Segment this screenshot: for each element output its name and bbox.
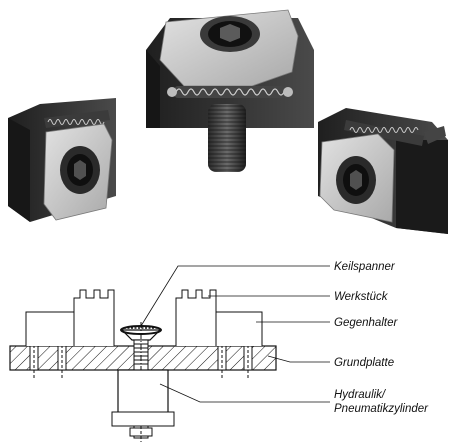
label-keilspanner: Keilspanner bbox=[334, 261, 396, 273]
label-gegenhalter: Gegenhalter bbox=[334, 317, 398, 329]
leader-hydraulik bbox=[159, 383, 330, 403]
technical-drawing bbox=[9, 289, 277, 442]
label-hydraulik-line2: Pneumatikzylinder bbox=[334, 403, 429, 415]
left-wedge-clamp-photo bbox=[8, 98, 116, 222]
label-werkstueck: Werkstück bbox=[334, 291, 389, 303]
leader-keilspanner bbox=[140, 265, 330, 327]
leader-grundplatte bbox=[267, 355, 330, 363]
leader-lines bbox=[140, 265, 330, 403]
label-grundplatte: Grundplatte bbox=[334, 357, 394, 369]
right-wedge-clamp-photo bbox=[318, 108, 448, 234]
center-wedge-clamp-photo bbox=[146, 9, 314, 172]
label-hydraulik-line1: Hydraulik/ bbox=[334, 389, 387, 401]
